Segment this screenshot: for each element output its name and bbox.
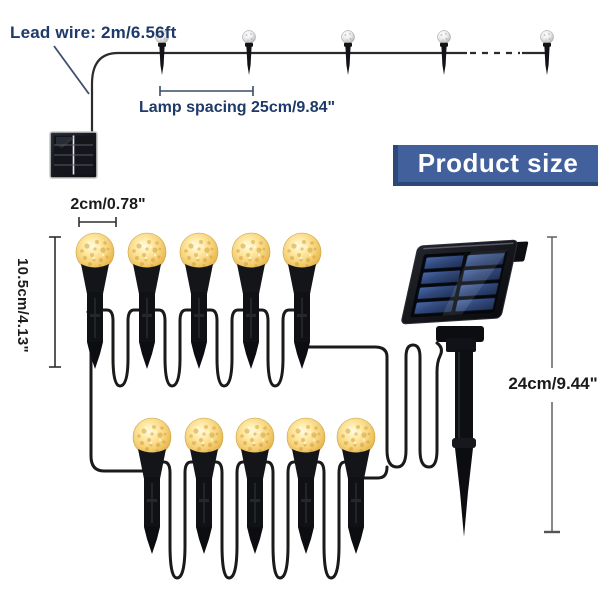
bulb-stake-light xyxy=(127,232,167,370)
bulb-stake-light xyxy=(336,417,376,555)
lamp-spacing-dimension-line xyxy=(159,86,254,96)
light-height-label: 10.5cm/4.13" xyxy=(14,257,31,353)
bulb-stake-light xyxy=(231,232,271,370)
bulb-stake-light xyxy=(75,232,115,370)
bulb-stake-light xyxy=(286,417,326,555)
lead-wire-leader-line xyxy=(53,45,90,95)
bulb-stake-light xyxy=(235,417,275,555)
panel-height-label: 24cm/9.44" xyxy=(503,374,600,394)
bulb-stake-light xyxy=(132,417,172,555)
lead-wire xyxy=(90,51,467,136)
bulb-stake-light xyxy=(179,232,219,370)
product-size-title: Product size xyxy=(417,148,579,178)
bulb-diameter-label: 2cm/0.78" xyxy=(70,196,146,213)
top-string-diagram xyxy=(49,30,554,179)
light-height-dimension-line xyxy=(49,236,61,368)
bulb-diameter-dimension-line xyxy=(78,217,117,227)
small-solar-panel xyxy=(49,131,98,179)
dimension-lines xyxy=(49,217,560,534)
bulb-stake-light xyxy=(282,232,322,370)
lead-wire-label: Lead wire: 2m/6.56ft xyxy=(10,23,177,42)
large-solar-panel xyxy=(401,239,529,537)
bulb-stake-light xyxy=(184,417,224,555)
panel-height-dimension-line xyxy=(544,236,560,534)
product-size-banner: Product size xyxy=(393,145,598,186)
lamp-spacing-label: Lamp spacing 25cm/9.84" xyxy=(139,99,336,116)
